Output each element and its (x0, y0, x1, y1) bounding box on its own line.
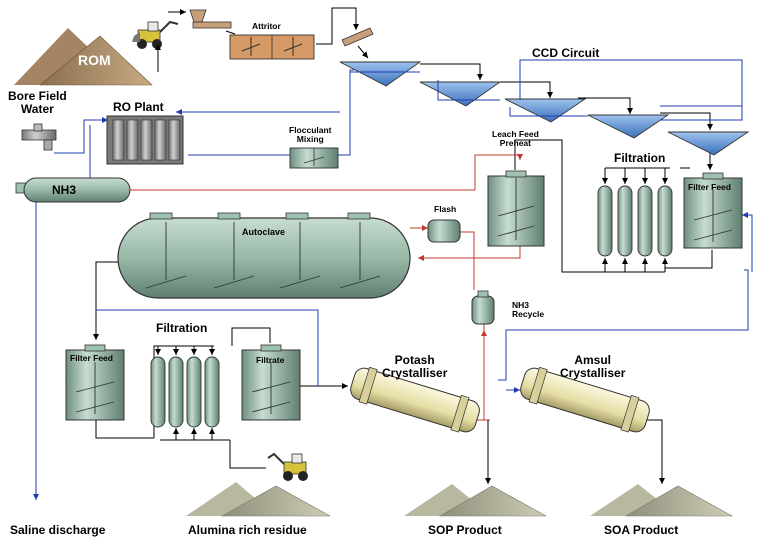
flash-vessel (427, 219, 461, 243)
ro-plant (106, 115, 184, 165)
rom-label: ROM (78, 52, 111, 68)
top-filter-lines (561, 150, 713, 273)
flocculant-mixing-tank (289, 147, 339, 169)
nh3-recycle-label: NH3 Recycle (512, 300, 545, 319)
filter-feed-bottom-label: Filter Feed (70, 353, 113, 363)
potash-crystalliser (350, 366, 480, 433)
leach-feed-preheat-label: Leach Feed Preheat (492, 129, 539, 148)
bore-field-water-label: Bore Field Water (8, 89, 67, 116)
amsul-crystalliser (520, 366, 650, 433)
nh3-tank (15, 177, 131, 203)
filtrate-tank (241, 344, 301, 421)
bottom-filter-feed-tank (65, 344, 125, 421)
ccd-thickeners (339, 61, 750, 156)
blue-line-mid (96, 309, 319, 386)
leach-feed-preheat-tank (487, 170, 545, 247)
bottom-filters (150, 356, 220, 428)
nh3-recycle-vessel (471, 290, 495, 325)
flash-label: Flash (434, 204, 457, 214)
filtration-top-label: Filtration (614, 151, 666, 165)
alumina-residue-pile (186, 482, 332, 517)
sop-product-pile (404, 484, 548, 517)
ro-plant-label: RO Plant (113, 100, 164, 114)
filter-feed-top-label: Filter Feed (688, 182, 731, 192)
top-filter-feed-tank (683, 172, 743, 249)
loader-icon (267, 452, 308, 481)
rom-pile (14, 28, 153, 86)
alumina-rich-residue-label: Alumina rich residue (188, 523, 307, 537)
ccd-circuit-label: CCD Circuit (532, 46, 600, 60)
soa-product-label: SOA Product (604, 523, 679, 537)
top-filters (597, 185, 673, 257)
tap-icon (21, 123, 57, 151)
amsul-crystalliser-label: Amsul Crystalliser (560, 353, 626, 380)
filtration-bottom-label: Filtration (156, 321, 208, 335)
flocculant-mixing-label: Flocculant Mixing (289, 125, 332, 144)
attritor-label: Attritor (252, 21, 281, 31)
soa-product-pile (590, 484, 734, 517)
inclined-conveyor (341, 27, 374, 47)
feed-hopper (189, 9, 232, 29)
attritor (229, 34, 315, 60)
sop-product-label: SOP Product (428, 523, 502, 537)
saline-discharge-label: Saline discharge (10, 523, 106, 537)
nh3-tank-label: NH3 (52, 183, 77, 197)
filtrate-label: Filtrate (256, 355, 285, 365)
loader-icon (132, 20, 179, 49)
autoclave-label: Autoclave (242, 227, 286, 237)
potash-crystalliser-label: Potash Crystalliser (382, 353, 448, 380)
autoclave (117, 212, 411, 299)
